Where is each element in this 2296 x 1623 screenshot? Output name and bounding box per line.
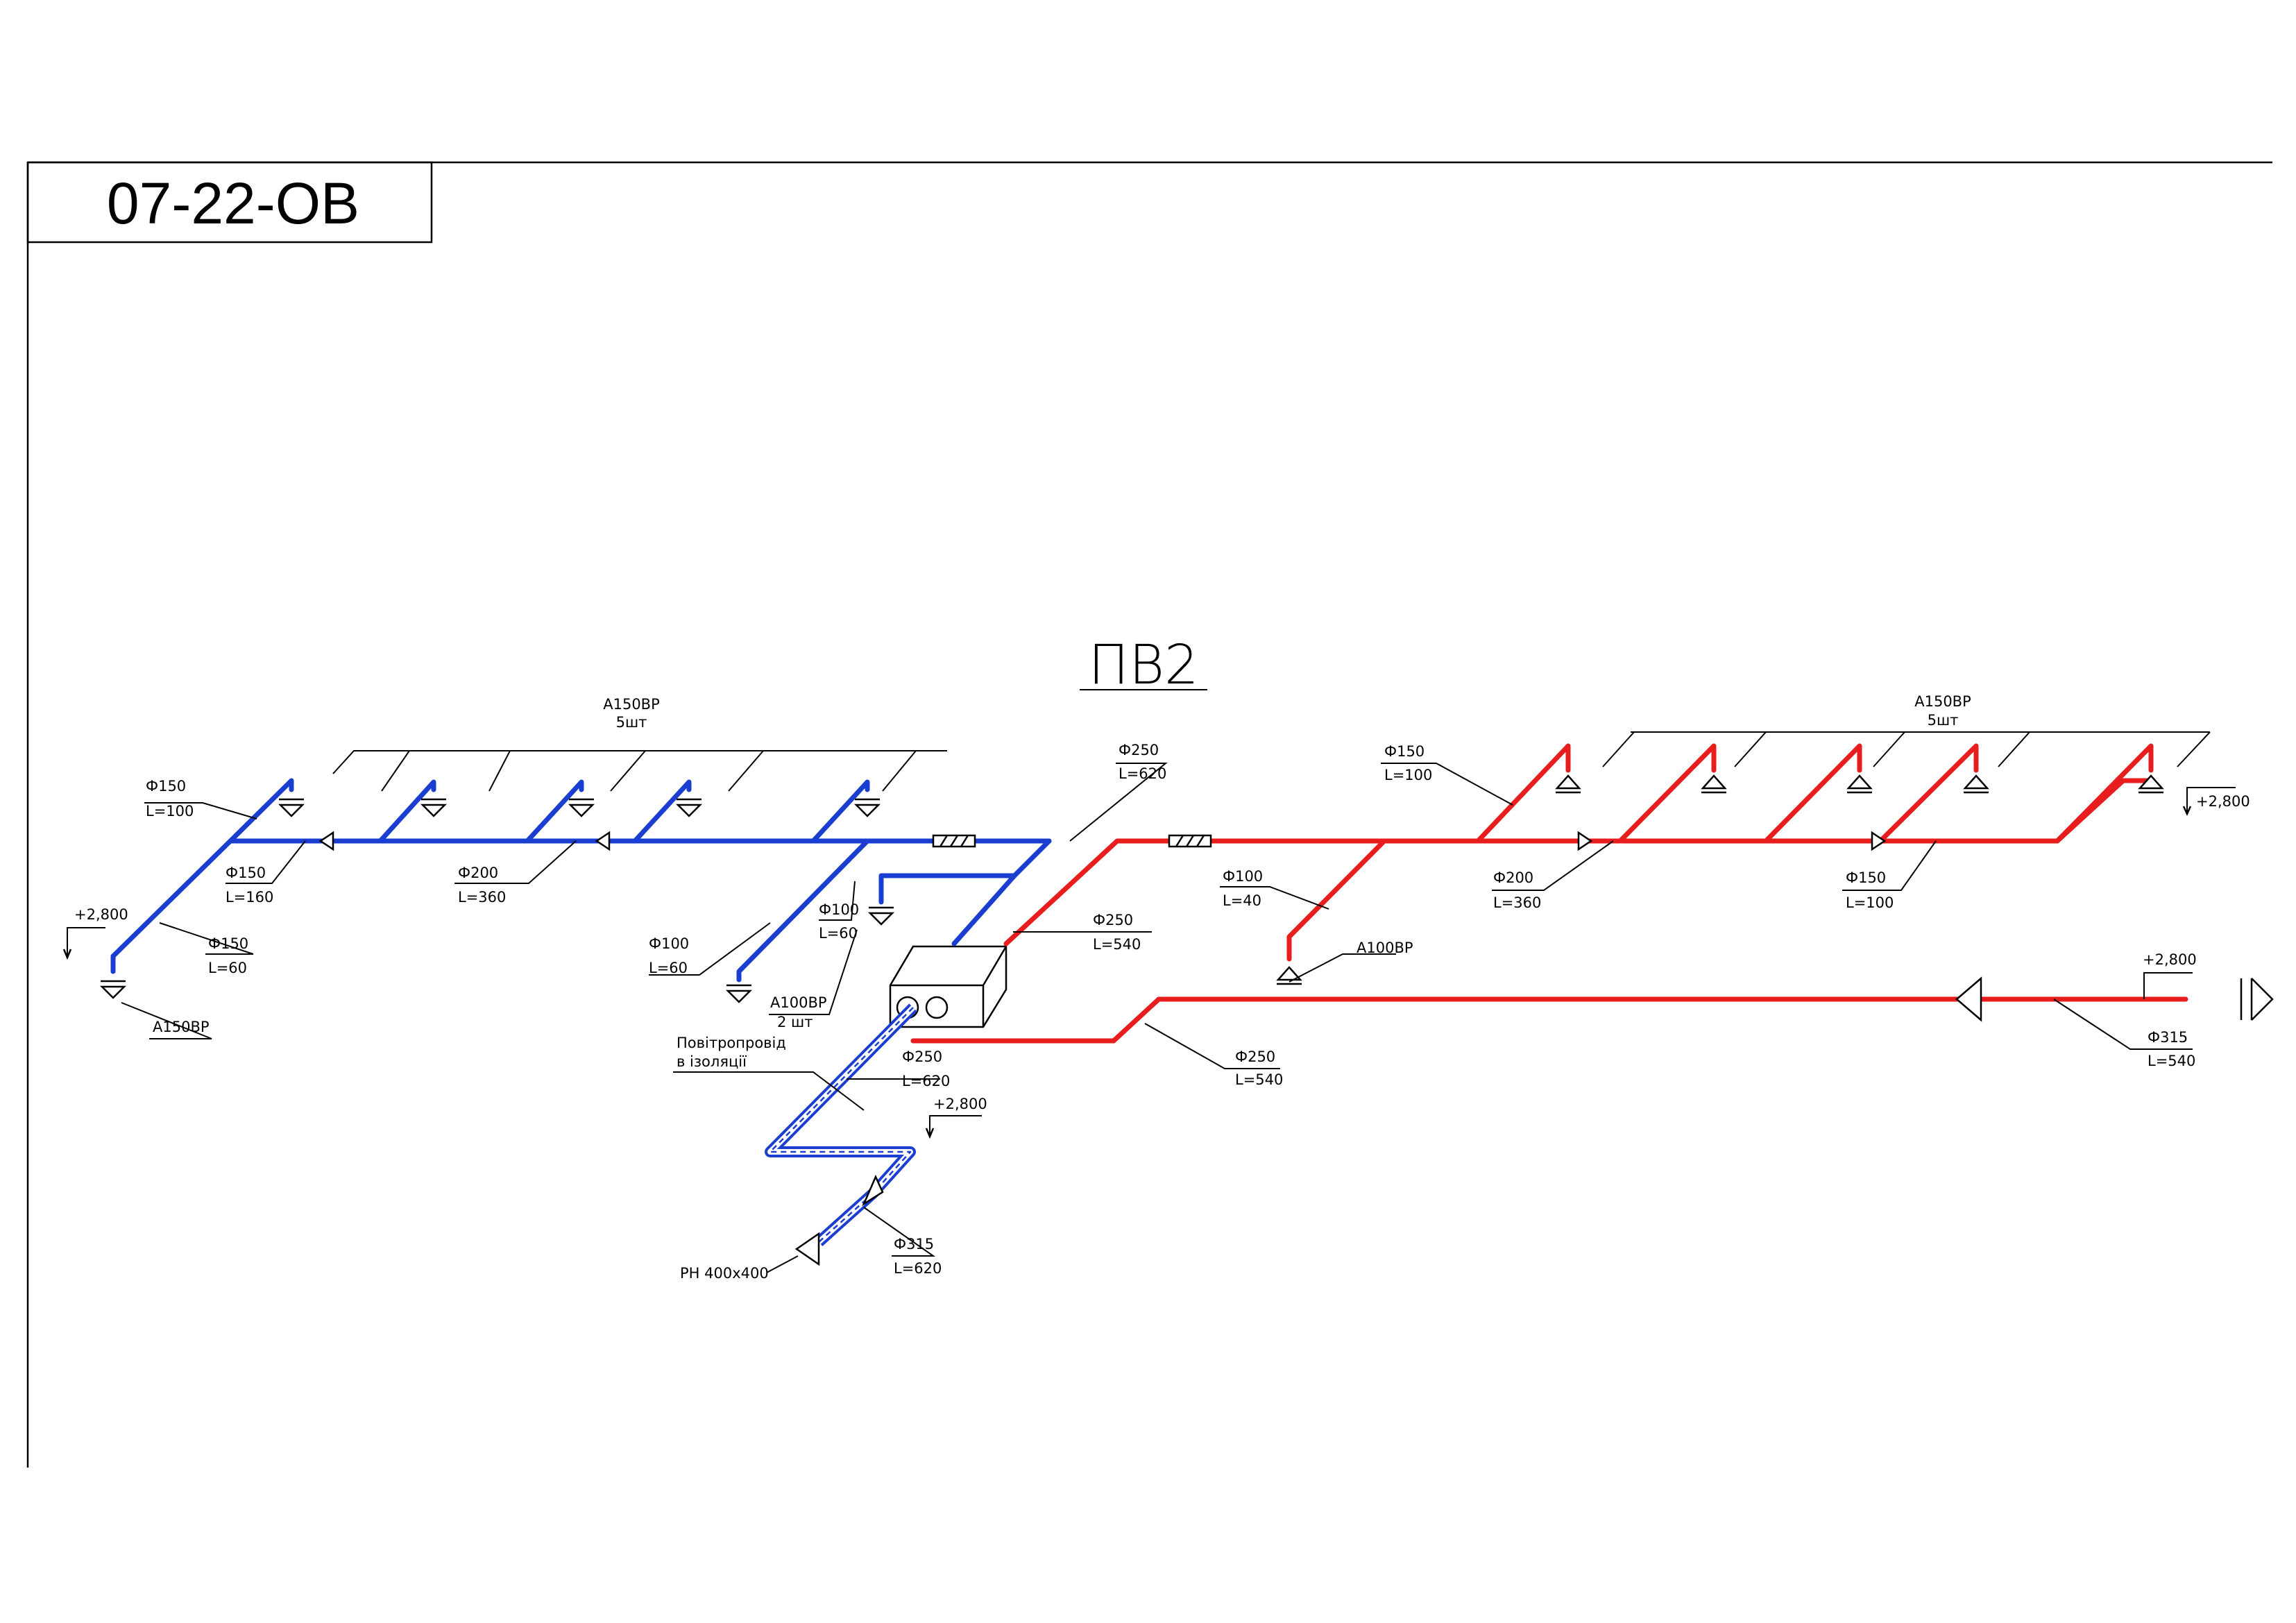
label-intake-d315: Ф315 bbox=[894, 1236, 934, 1252]
grille-icon bbox=[794, 1232, 820, 1266]
diffuser-icon bbox=[675, 798, 703, 817]
grille-icon bbox=[1963, 774, 1989, 794]
label-supply-l100-a: L=100 bbox=[146, 803, 194, 819]
insulated-intake-duct bbox=[765, 1003, 917, 1266]
grille-icon bbox=[1701, 774, 1727, 794]
grille-icon bbox=[2138, 774, 2164, 794]
label-exhaust-d100: Ф100 bbox=[1223, 868, 1263, 885]
label-intake-l620-b: L=620 bbox=[894, 1260, 942, 1277]
arrow-icon bbox=[2182, 806, 2192, 817]
label-supply-l620: L=620 bbox=[1119, 765, 1166, 782]
label-insulated-duct-2: в ізоляції bbox=[677, 1053, 747, 1070]
supply-diffusers bbox=[99, 798, 895, 1003]
label-exhaust-l540: L=540 bbox=[1093, 936, 1141, 953]
diffuser-icon bbox=[99, 980, 127, 999]
diffuser-icon bbox=[853, 798, 881, 817]
label-supply-l360: L=360 bbox=[458, 889, 506, 906]
leader-lines bbox=[67, 731, 2236, 1273]
label-supply-l160: L=160 bbox=[226, 889, 273, 906]
label-supply-d250: Ф250 bbox=[1119, 742, 1159, 758]
label-supply-l60: L=60 bbox=[208, 960, 247, 976]
grille-icon bbox=[1846, 774, 1873, 794]
sheet-frame bbox=[26, 161, 2272, 1468]
label-supply-d200: Ф200 bbox=[458, 865, 498, 881]
system-title: ПВ2 bbox=[1088, 634, 1198, 697]
label-outdoor-l540: L=540 bbox=[2148, 1053, 2195, 1069]
label-supply-diffuser-type: А150ВР bbox=[603, 696, 660, 713]
label-exhaust-l100-a: L=100 bbox=[1384, 767, 1432, 783]
label-supply-l60-a: L=60 bbox=[649, 960, 688, 976]
label-exhaust-grille-count: 5шт bbox=[1928, 712, 1959, 729]
label-supply-diffuser-count: 5шт bbox=[616, 714, 647, 731]
label-exhaust-l100-b: L=100 bbox=[1846, 894, 1894, 911]
label-outdoor-d315: Ф315 bbox=[2148, 1029, 2188, 1046]
grille-icon bbox=[1555, 774, 1581, 794]
label-exhaust-d150-a: Ф150 bbox=[1384, 743, 1425, 760]
reducer-icon bbox=[1871, 831, 1887, 851]
label-supply-d100-b: Ф100 bbox=[819, 901, 859, 918]
reducer-icon bbox=[595, 831, 611, 851]
label-level-right: +2,800 bbox=[2196, 793, 2250, 810]
label-exhaust-grille-type: А150ВР bbox=[1914, 693, 1971, 710]
diffuser-icon bbox=[568, 798, 595, 817]
reducer-icon bbox=[318, 831, 334, 851]
label-supply-d150-a: Ф150 bbox=[146, 778, 186, 794]
label-intake-d250: Ф250 bbox=[902, 1048, 942, 1065]
exhaust-duct-network bbox=[910, 743, 2188, 1044]
diffuser-icon bbox=[867, 906, 895, 926]
diffuser-icon bbox=[278, 798, 305, 817]
label-outdoor-d250: Ф250 bbox=[1235, 1048, 1275, 1065]
label-supply-d150-c: Ф150 bbox=[208, 935, 248, 952]
reducer-icon bbox=[862, 1174, 884, 1207]
label-supply-d150-b: Ф150 bbox=[226, 865, 266, 881]
label-supply-a100-count: 2 шт bbox=[777, 1014, 813, 1030]
arrow-icon bbox=[925, 1128, 935, 1139]
diffuser-icon bbox=[725, 984, 753, 1003]
drawing-code: 07-22-OB bbox=[107, 171, 359, 236]
label-supply-d100-a: Ф100 bbox=[649, 935, 689, 952]
label-exhaust-a100: А100ВР bbox=[1357, 940, 1413, 956]
exhaust-fittings bbox=[1168, 831, 2274, 1022]
louver-icon bbox=[2240, 978, 2274, 1021]
grille-icon bbox=[1276, 966, 1302, 985]
label-supply-diffuser-left: А150ВР bbox=[153, 1019, 210, 1035]
label-supply-l60-b: L=60 bbox=[819, 925, 858, 942]
reducer-icon bbox=[1955, 976, 1982, 1022]
supply-fittings bbox=[318, 831, 976, 851]
label-level-outdoor: +2,800 bbox=[2143, 951, 2197, 968]
diffuser-icon bbox=[420, 798, 448, 817]
label-exhaust-d150-b: Ф150 bbox=[1846, 869, 1886, 886]
label-outdoor-l540-b: L=540 bbox=[1235, 1071, 1283, 1088]
label-level-left: +2,800 bbox=[74, 906, 128, 923]
exhaust-grilles bbox=[1276, 774, 2164, 985]
label-level-intake: +2,800 bbox=[933, 1096, 987, 1112]
label-exhaust-l40: L=40 bbox=[1223, 892, 1261, 909]
label-exhaust-l360: L=360 bbox=[1493, 894, 1541, 911]
arrow-icon bbox=[62, 949, 72, 960]
label-supply-a100-type: А100ВР bbox=[770, 994, 827, 1011]
label-intake-l620: L=620 bbox=[902, 1073, 950, 1089]
label-insulated-duct-1: Повітропровід bbox=[677, 1035, 786, 1051]
label-intake-grille: РН 400х400 bbox=[680, 1265, 769, 1282]
supply-duct-network bbox=[110, 778, 1052, 983]
reducer-icon bbox=[1577, 831, 1593, 851]
label-exhaust-d250: Ф250 bbox=[1093, 912, 1133, 928]
label-exhaust-d200: Ф200 bbox=[1493, 869, 1533, 886]
